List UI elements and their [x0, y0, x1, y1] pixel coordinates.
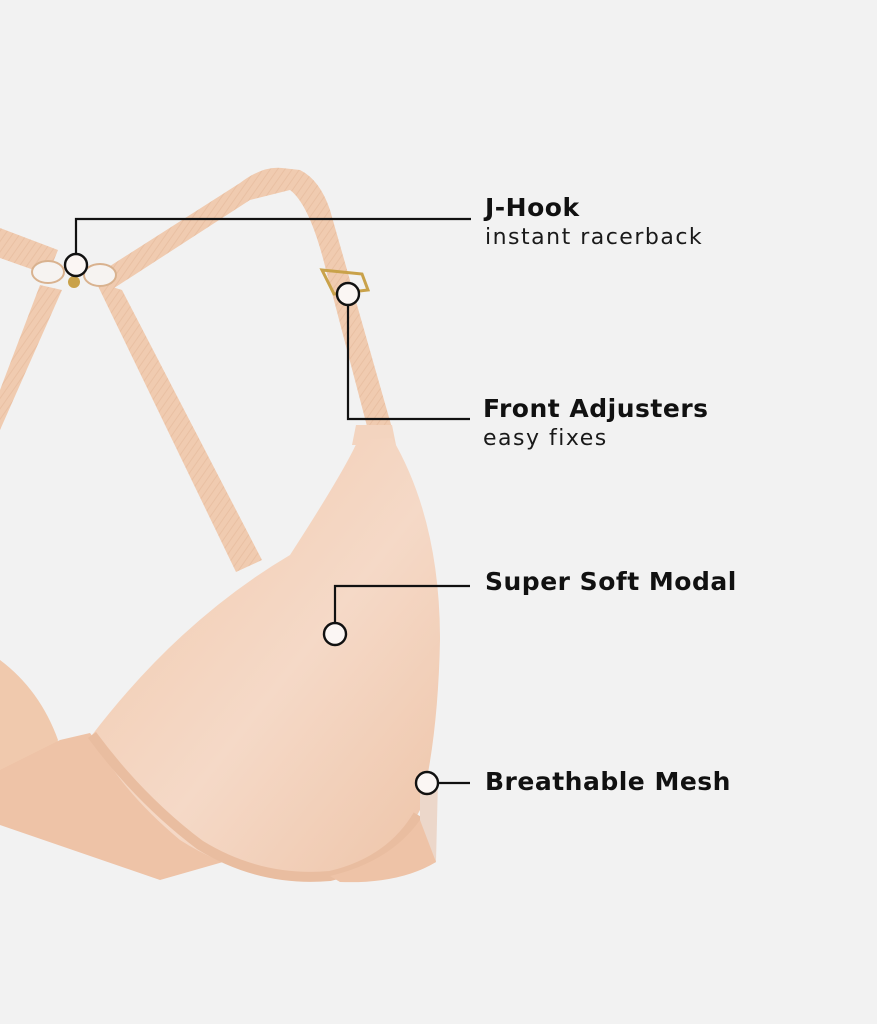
callout-breathable-mesh: Breathable Mesh [485, 767, 731, 797]
front-adjuster-hardware [319, 268, 371, 296]
center-gore [0, 733, 230, 880]
strap-left-lower [0, 285, 62, 430]
marker-super-soft-modal[interactable] [322, 621, 348, 647]
callout-markers [63, 252, 440, 796]
callout-subtitle: easy fixes [483, 426, 608, 451]
callout-super-soft-modal: Super Soft Modal [485, 567, 737, 597]
callout-line-front-adjusters [346, 305, 470, 421]
marker-breathable-mesh[interactable] [414, 770, 440, 796]
callout-subtitle: instant racerback [485, 225, 704, 250]
callout-line-super-soft-modal [333, 584, 470, 624]
cup-right [87, 438, 440, 883]
callout-lines [74, 217, 471, 785]
callout-title: Super Soft Modal [485, 567, 737, 596]
strap-racerback [96, 167, 392, 430]
marker-front-adjusters[interactable] [335, 281, 361, 307]
callout-front-adjusters: Front Adjusters easy fixes [483, 394, 709, 454]
j-hook-hardware [31, 260, 117, 288]
callout-title: J-Hook [485, 193, 580, 222]
callout-line-j-hook [74, 217, 471, 265]
strap-diagonal [96, 282, 262, 572]
callout-j-hook: J-Hook instant racerback [485, 193, 703, 253]
callout-title: Front Adjusters [483, 394, 709, 423]
marker-j-hook[interactable] [63, 252, 89, 278]
callout-title: Breathable Mesh [485, 767, 731, 796]
